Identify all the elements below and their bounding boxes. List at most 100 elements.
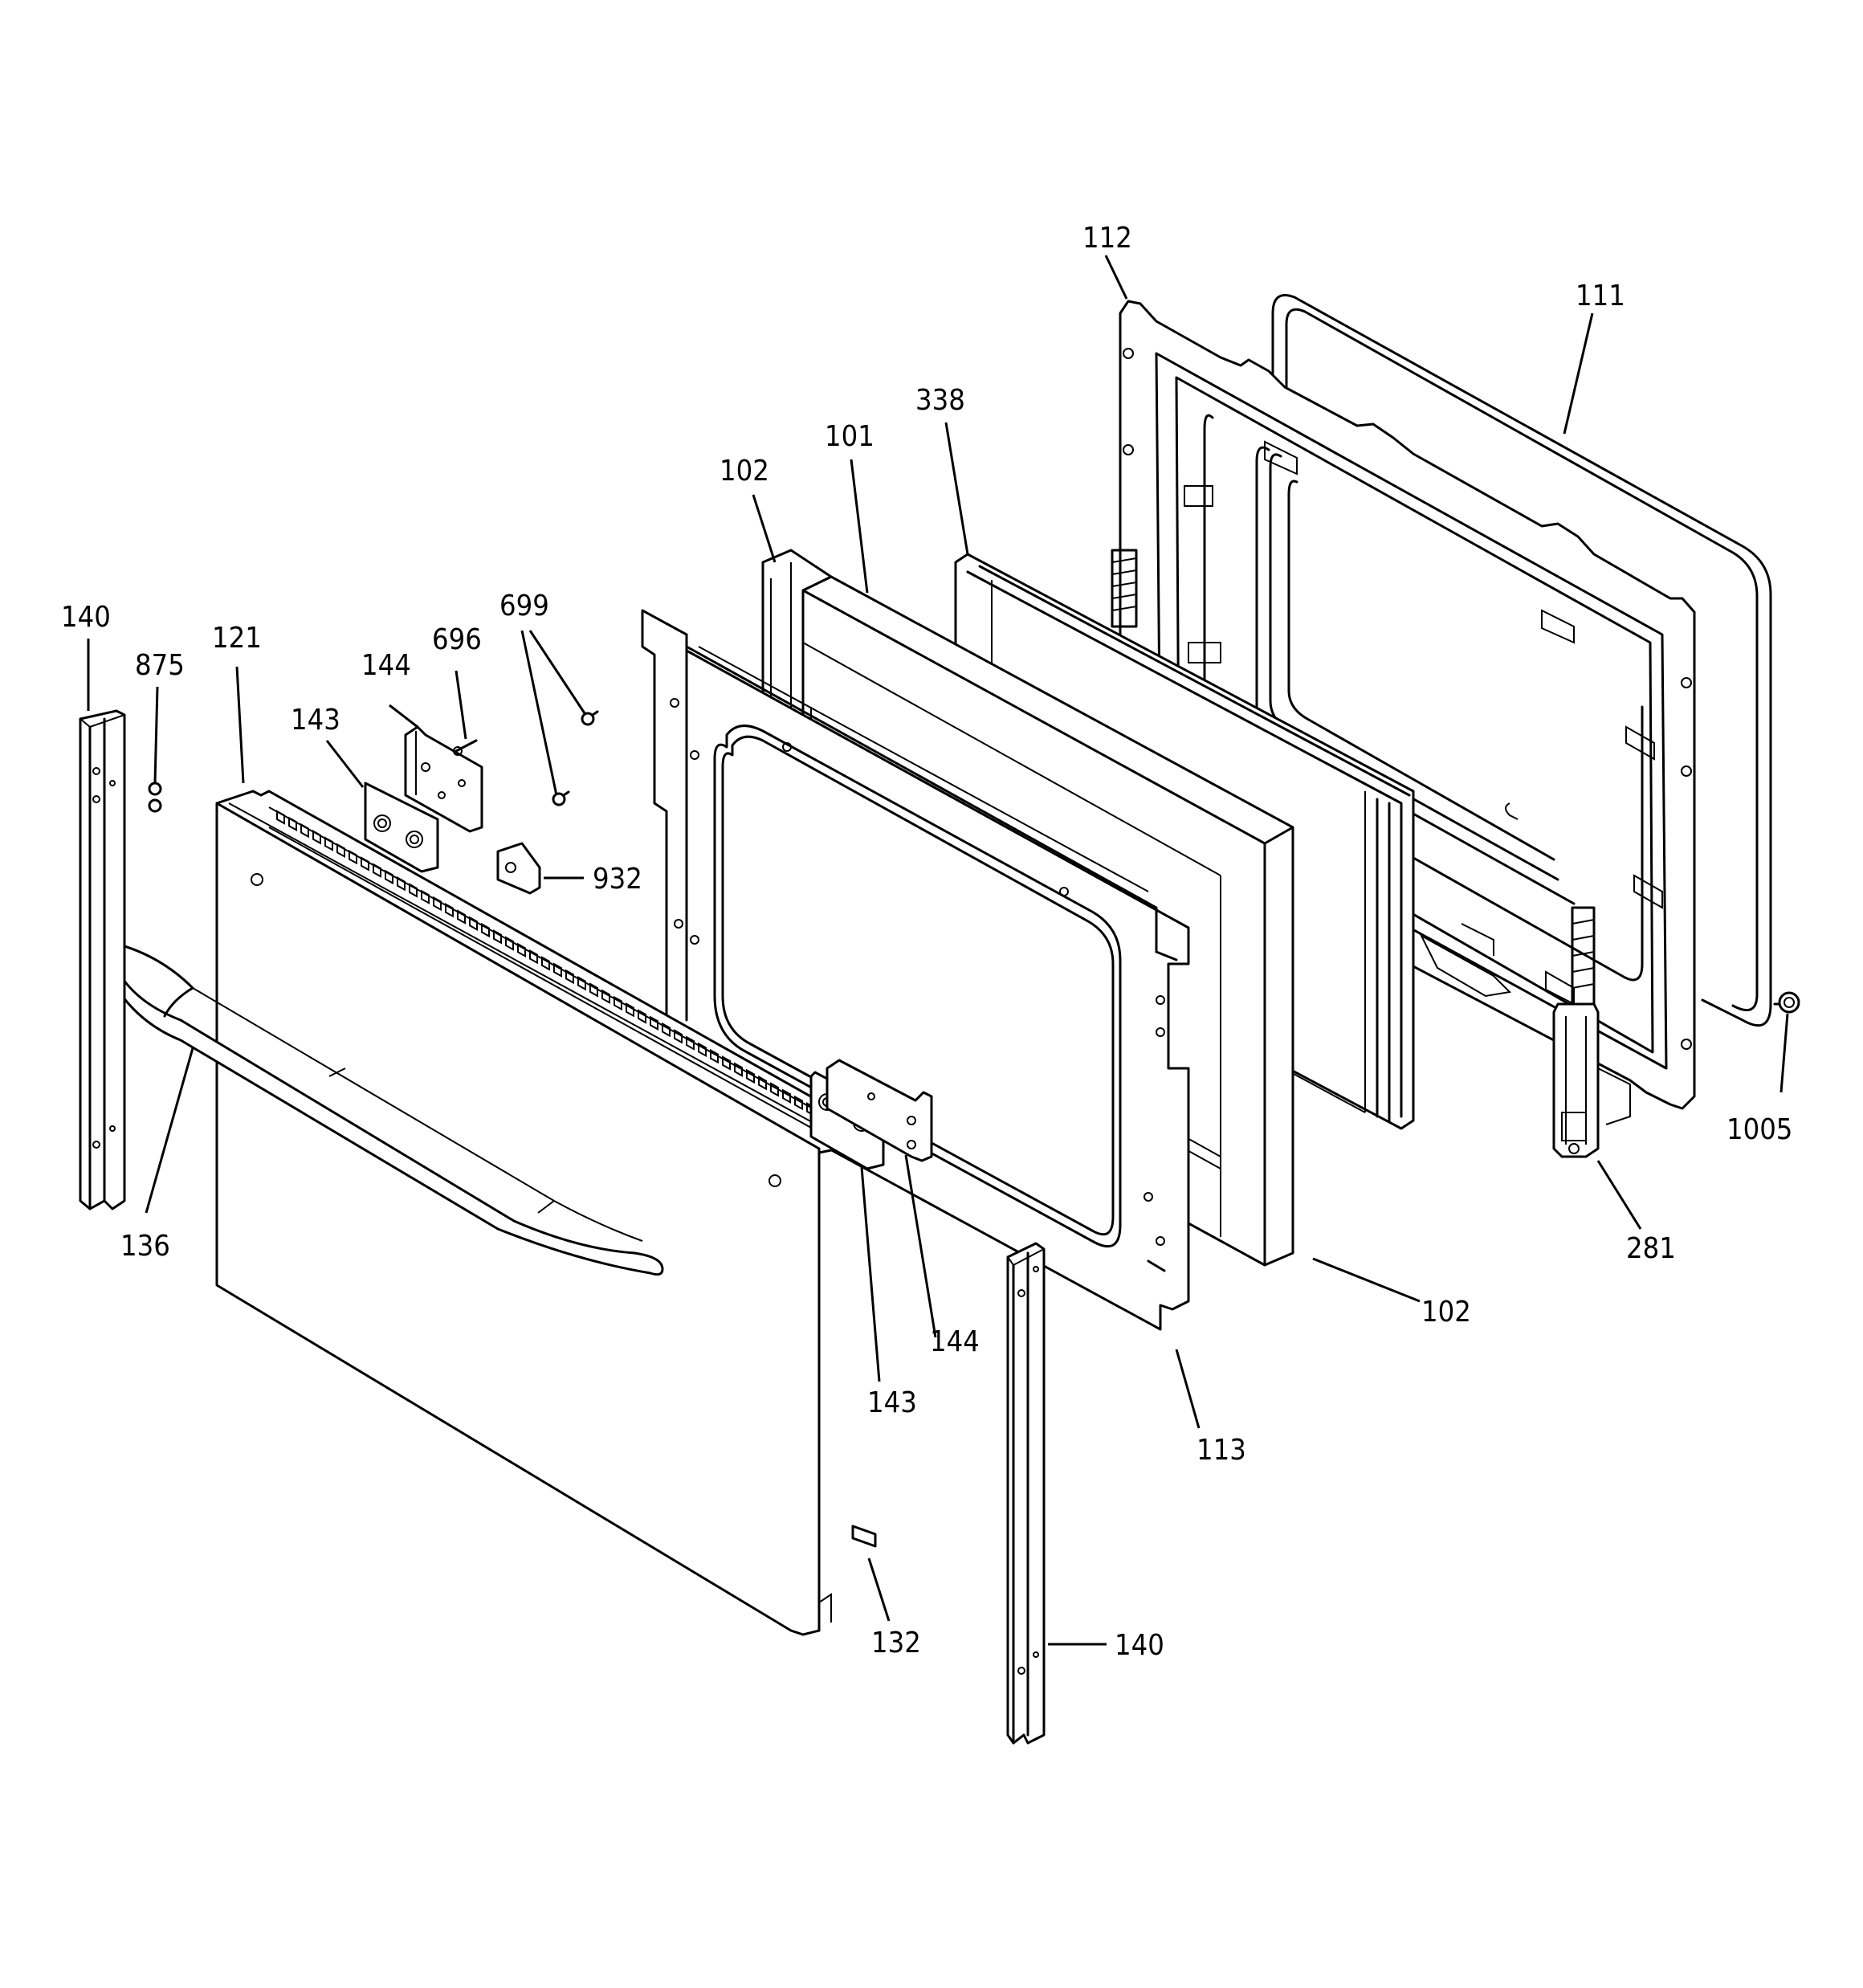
part-132-badge (851, 1525, 877, 1548)
leader-696 (455, 670, 467, 740)
leader-102b (1312, 1257, 1421, 1303)
vent-slot (361, 856, 369, 872)
vent-slot (614, 995, 622, 1011)
callout-140-right: 140 (1115, 1629, 1164, 1662)
leader-699a (528, 630, 586, 714)
callout-102-lower: 102 (1421, 1296, 1471, 1329)
vent-slot (710, 1048, 719, 1064)
part-699-screws (552, 710, 599, 806)
vent-slot (349, 849, 357, 865)
leader-699b (520, 630, 558, 796)
vent-slot (662, 1022, 671, 1038)
callout-932: 932 (593, 863, 642, 896)
part-121-outer-door-panel (215, 790, 841, 1636)
callout-143-upper: 143 (291, 704, 340, 737)
vent-slot (288, 816, 297, 831)
part-696-pin (453, 739, 478, 756)
leader-144a (389, 704, 418, 729)
leader-143a (325, 740, 365, 788)
leader-111 (1563, 312, 1594, 435)
vent-slot (626, 1002, 634, 1018)
vent-slot (385, 869, 393, 885)
callout-136: 136 (120, 1230, 170, 1263)
vent-slot (373, 863, 381, 878)
vent-slot (734, 1062, 743, 1077)
callout-140-left: 140 (61, 601, 111, 634)
leader-143b (860, 1166, 881, 1382)
vent-slot (529, 949, 538, 965)
leader-136 (145, 1047, 194, 1214)
leader-338 (944, 422, 969, 555)
vent-slot (276, 810, 285, 825)
vent-slot (746, 1068, 755, 1084)
part-136-door-handle (107, 938, 664, 1276)
vent-slot (589, 982, 598, 998)
vent-slot (674, 1029, 683, 1044)
vent-slot (312, 830, 321, 845)
leader-875 (153, 686, 159, 784)
callout-281: 281 (1626, 1232, 1676, 1265)
part-140-side-trim-left (79, 709, 126, 1210)
vent-slot (577, 975, 586, 991)
vent-slot (553, 962, 562, 978)
callout-875: 875 (135, 649, 185, 682)
callout-696: 696 (432, 623, 482, 656)
callout-699: 699 (499, 590, 549, 623)
leader-1005 (1779, 1013, 1789, 1093)
vent-slot (638, 1009, 646, 1024)
callout-labels: 112 111 338 101 102 140 875 121 144 696 … (61, 222, 1792, 1662)
callout-101: 101 (825, 420, 874, 453)
vent-slot (722, 1055, 731, 1071)
vent-slot (433, 896, 442, 912)
leader-121 (235, 666, 245, 784)
callout-113: 113 (1196, 1434, 1246, 1467)
leader-113 (1175, 1349, 1201, 1429)
part-140-side-trim-right (1006, 1242, 1046, 1745)
callout-111: 111 (1576, 280, 1625, 312)
callout-112: 112 (1082, 222, 1132, 255)
vent-slot (409, 883, 418, 898)
vent-slot (300, 823, 309, 839)
callout-144-upper: 144 (361, 649, 411, 682)
vent-slot (505, 936, 514, 951)
vent-slot (770, 1082, 779, 1097)
vent-slot (758, 1075, 767, 1091)
vent-slot (650, 1015, 658, 1031)
part-112-inner-door-frame (1111, 300, 1696, 1110)
callout-121: 121 (212, 622, 262, 655)
callout-338: 338 (915, 384, 965, 417)
leader-102a (752, 494, 777, 563)
vent-slot (421, 889, 430, 904)
leader-144b (904, 1154, 937, 1338)
vent-slot (517, 942, 526, 958)
vent-slot (782, 1088, 791, 1104)
vent-slot (397, 876, 406, 892)
vent-slot (469, 916, 478, 931)
vent-slot (794, 1095, 803, 1111)
vent-slot (324, 836, 333, 851)
vent-slot (541, 956, 550, 971)
callout-144-lower: 144 (930, 1325, 980, 1358)
leader-101 (850, 459, 869, 594)
part-1005-screw (1773, 991, 1800, 1014)
vent-slot (565, 969, 574, 985)
callout-132: 132 (871, 1627, 921, 1659)
vent-slot (698, 1042, 707, 1058)
part-875-screws (148, 782, 162, 813)
vent-slot (601, 989, 610, 1004)
part-144-bracket-bottom (826, 1059, 933, 1162)
part-143-plate-top (364, 782, 439, 873)
vent-slots (268, 806, 828, 1137)
callout-1005: 1005 (1726, 1113, 1792, 1146)
part-113-door-liner (641, 609, 1190, 1331)
part-281-hinge (1552, 1002, 1631, 1158)
vent-slot (481, 922, 490, 938)
vent-slot (493, 929, 502, 945)
leader-112 (1104, 255, 1128, 300)
leader-132 (867, 1557, 891, 1622)
part-932-clip (496, 842, 541, 895)
vent-slot (686, 1035, 695, 1051)
part-144-bracket-top (404, 725, 483, 833)
vent-slot (457, 909, 466, 925)
